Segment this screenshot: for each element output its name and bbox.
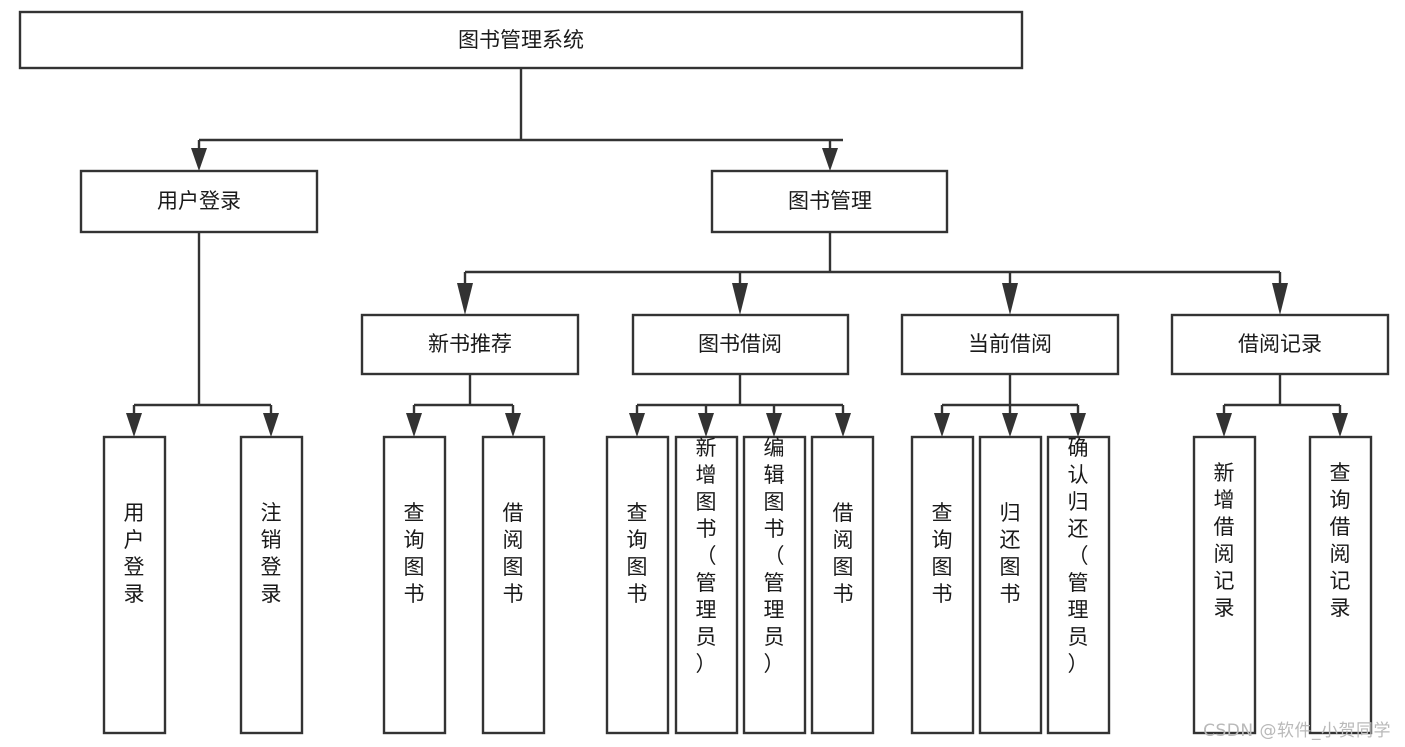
- connector-userlogin-to-leaves: [126, 232, 279, 437]
- leaf-book-borrow-query[interactable]: 查询图书: [605, 435, 670, 735]
- leaf-current-borrow-return-label: 归还图书: [1000, 501, 1021, 606]
- leaf-current-borrow-confirm-label: 确认归还（管理员）: [1068, 436, 1089, 676]
- node-new-book-recommend-label: 新书推荐: [428, 332, 512, 356]
- leaf-borrow-record-add[interactable]: 新增借阅记录: [1192, 435, 1257, 735]
- connector-currentborrow-to-leaves: [934, 374, 1086, 437]
- node-user-login[interactable]: 用户登录: [79, 169, 319, 234]
- leaf-current-borrow-query-label: 查询图书: [932, 501, 953, 606]
- leaf-user-login-login-label: 用户登录: [124, 501, 145, 606]
- connector-newbook-to-leaves: [406, 374, 521, 437]
- leaf-new-book-query-label: 查询图书: [404, 501, 425, 606]
- node-user-login-label: 用户登录: [157, 189, 241, 213]
- leaf-borrow-record-query-label: 查询借阅记录: [1330, 461, 1351, 620]
- node-root-book-management-system[interactable]: 图书管理系统: [18, 10, 1024, 70]
- connector-root-to-level2: [191, 68, 843, 171]
- connector-borrowrecord-to-leaves: [1216, 374, 1348, 437]
- leaf-user-login-logout[interactable]: 注销登录: [239, 435, 304, 735]
- leaf-current-borrow-confirm[interactable]: 确认归还（管理员）: [1046, 435, 1111, 735]
- leaf-current-borrow-query[interactable]: 查询图书: [910, 435, 975, 735]
- leaf-book-borrow-borrow-label: 借阅图书: [833, 501, 854, 606]
- leaf-book-borrow-add[interactable]: 新增图书（管理员）: [674, 435, 739, 735]
- leaf-new-book-query[interactable]: 查询图书: [382, 435, 447, 735]
- node-book-borrow-label: 图书借阅: [698, 332, 782, 356]
- node-borrow-record-label: 借阅记录: [1238, 332, 1322, 356]
- node-book-management-label: 图书管理: [788, 189, 872, 213]
- leaf-book-borrow-edit-label: 编辑图书（管理员）: [764, 436, 785, 676]
- node-current-borrow-label: 当前借阅: [968, 332, 1052, 356]
- leaf-new-book-borrow-label: 借阅图书: [503, 501, 524, 606]
- leaf-book-borrow-query-label: 查询图书: [627, 501, 648, 606]
- leaf-user-login-login[interactable]: 用户登录: [102, 435, 167, 735]
- leaf-current-borrow-return[interactable]: 归还图书: [978, 435, 1043, 735]
- leaf-new-book-borrow[interactable]: 借阅图书: [481, 435, 546, 735]
- node-current-borrow[interactable]: 当前借阅: [900, 313, 1120, 376]
- node-book-management[interactable]: 图书管理: [710, 169, 949, 234]
- leaf-borrow-record-add-label: 新增借阅记录: [1214, 461, 1235, 620]
- node-book-borrow[interactable]: 图书借阅: [631, 313, 850, 376]
- connector-bookmgmt-to-level3: [457, 232, 1288, 315]
- leaf-book-borrow-add-label: 新增图书（管理员）: [696, 436, 717, 676]
- leaf-book-borrow-edit[interactable]: 编辑图书（管理员）: [742, 435, 807, 735]
- node-root-label: 图书管理系统: [458, 28, 584, 52]
- leaf-borrow-record-query[interactable]: 查询借阅记录: [1308, 435, 1373, 735]
- node-borrow-record[interactable]: 借阅记录: [1170, 313, 1390, 376]
- connector-bookborrow-to-leaves: [629, 374, 851, 437]
- leaf-user-login-logout-label: 注销登录: [261, 501, 282, 606]
- node-new-book-recommend[interactable]: 新书推荐: [360, 313, 580, 376]
- leaf-book-borrow-borrow[interactable]: 借阅图书: [810, 435, 875, 735]
